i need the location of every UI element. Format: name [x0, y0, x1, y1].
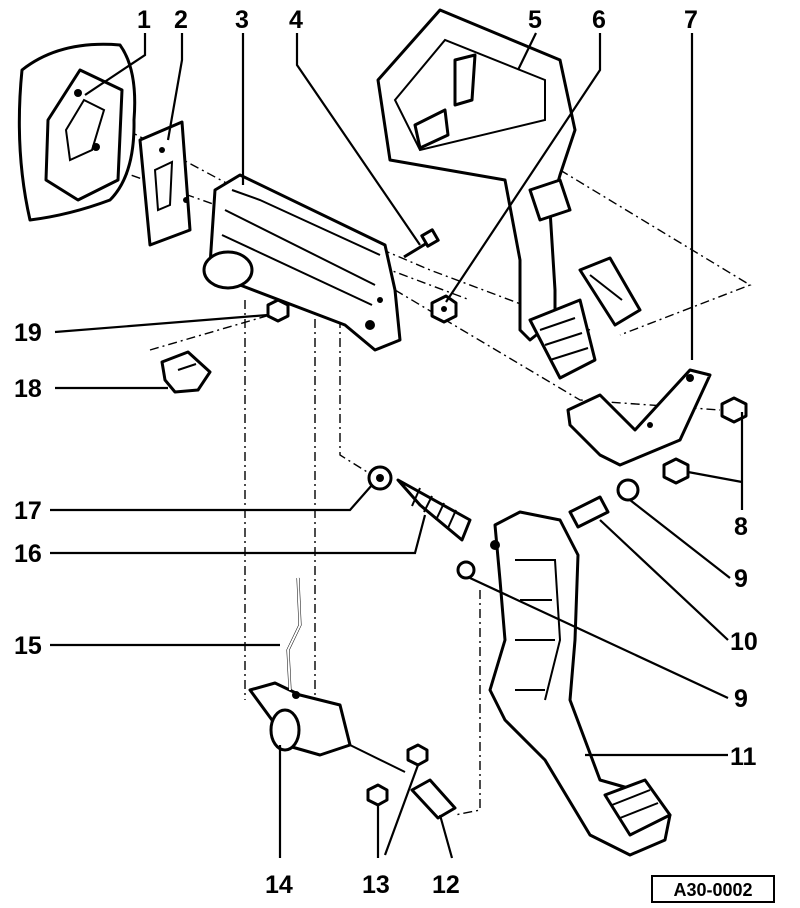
callout-13: 13 — [362, 871, 390, 899]
callout-7: 7 — [684, 6, 698, 34]
part-9-bushings — [456, 478, 640, 580]
part-5-pedal-carrier — [376, 8, 642, 380]
part-18-sensor — [160, 350, 212, 394]
part-15-hose — [286, 577, 302, 691]
callout-9a: 9 — [734, 565, 748, 593]
part-12-pin — [410, 778, 457, 820]
callout-4: 4 — [289, 6, 303, 34]
part-6-nut — [430, 294, 458, 324]
part-8-nuts — [662, 396, 748, 485]
part-10-sleeve — [568, 495, 610, 529]
callout-19: 19 — [14, 319, 42, 347]
callout-5: 5 — [528, 6, 542, 34]
callout-3: 3 — [235, 6, 249, 34]
callout-1: 1 — [137, 6, 151, 34]
part-11-clutch-pedal — [488, 510, 672, 857]
part-3-pedal-housing — [202, 173, 402, 352]
part-2-bracket-plate — [138, 120, 192, 247]
leader-lines — [50, 32, 744, 859]
reference-code: A30-0002 — [651, 875, 775, 903]
part-13-nuts — [366, 743, 429, 807]
callout-8: 8 — [734, 513, 748, 541]
part-16-spring — [396, 478, 472, 542]
callout-6: 6 — [592, 6, 606, 34]
part-17-grommet — [367, 465, 393, 491]
part-4-bolt — [403, 228, 440, 259]
callout-2: 2 — [174, 6, 188, 34]
callout-16: 16 — [14, 540, 42, 568]
callout-18: 18 — [14, 375, 42, 403]
part-7-bracket — [566, 368, 712, 467]
callout-12: 12 — [432, 871, 460, 899]
callout-11: 11 — [730, 743, 757, 771]
callout-15: 15 — [14, 632, 42, 660]
part-1-bulkhead-panel — [17, 42, 137, 222]
callout-10: 10 — [730, 628, 758, 656]
callout-9b: 9 — [734, 685, 748, 713]
part-14-master-cylinder — [248, 681, 406, 773]
part-19-nut — [266, 298, 290, 323]
callout-labels: 1 2 3 4 5 6 7 8 9 10 9 11 12 13 14 15 16… — [14, 6, 758, 899]
callout-17: 17 — [14, 497, 42, 525]
callout-14: 14 — [265, 871, 293, 899]
reference-code-text: A30-0002 — [673, 880, 752, 900]
